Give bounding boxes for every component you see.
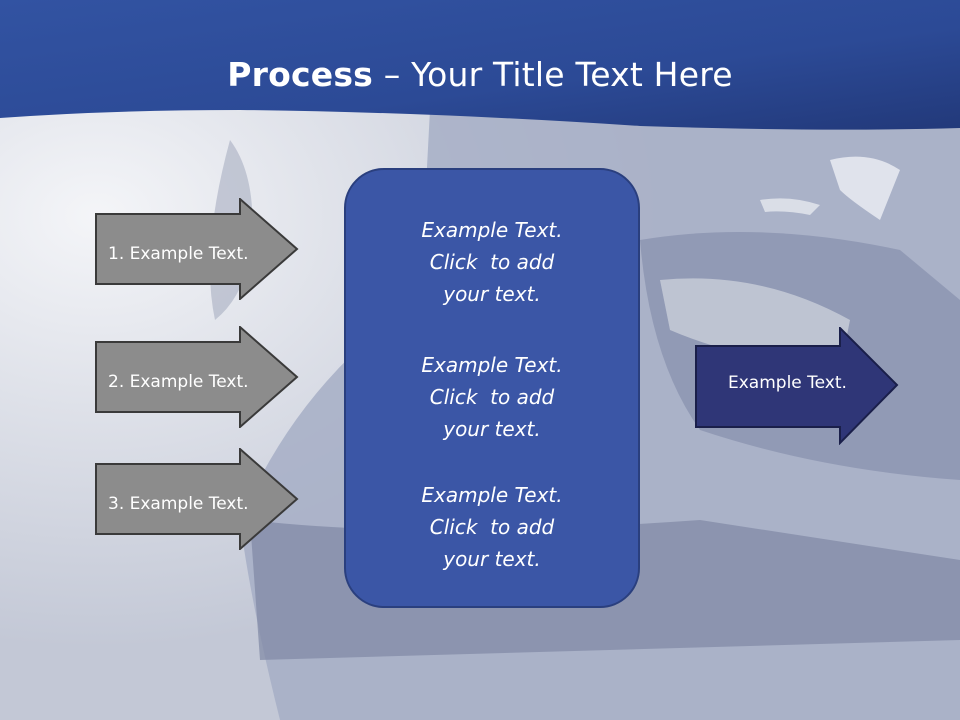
text-line: Example Text. [421, 218, 563, 242]
arrow-shape [95, 448, 299, 550]
right-arrow: Example Text. [695, 327, 900, 445]
slide-title: Process – Your Title Text Here [0, 55, 960, 95]
text-line: your text. [443, 417, 541, 441]
left-arrow-1: 1. Example Text. [95, 198, 300, 300]
text-line: Example Text. [421, 483, 563, 507]
text-block-2: Example Text. Click to add your text. [346, 349, 638, 445]
text-line: Click to add [429, 515, 555, 539]
title-bold: Process [227, 55, 374, 94]
left-arrow-label: 3. Example Text. [108, 494, 249, 514]
center-text-box[interactable]: Example Text. Click to add your text. Ex… [344, 168, 640, 608]
left-arrow-label: 1. Example Text. [108, 244, 249, 264]
text-block-1: Example Text. Click to add your text. [346, 214, 638, 310]
arrow-shape [695, 327, 899, 445]
arrow-shape [95, 198, 299, 300]
text-line: your text. [443, 282, 541, 306]
title-rest: – Your Title Text Here [373, 55, 733, 94]
text-line: Example Text. [421, 353, 563, 377]
left-arrow-2: 2. Example Text. [95, 326, 300, 428]
arrow-shape [95, 326, 299, 428]
text-line: your text. [443, 547, 541, 571]
text-block-3: Example Text. Click to add your text. [346, 479, 638, 575]
left-arrow-3: 3. Example Text. [95, 448, 300, 550]
right-arrow-label: Example Text. [728, 373, 847, 393]
text-line: Click to add [429, 385, 555, 409]
text-line: Click to add [429, 250, 555, 274]
left-arrow-label: 2. Example Text. [108, 372, 249, 392]
